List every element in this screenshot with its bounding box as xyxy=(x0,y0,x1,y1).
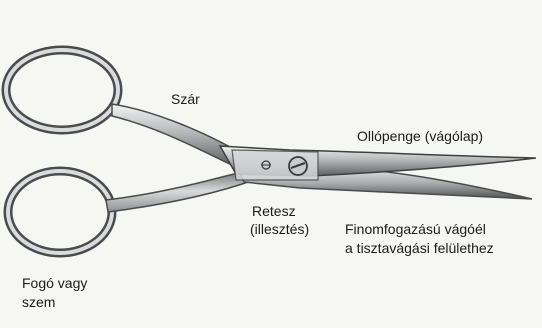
label-serration-line1: Finomfogazású vágóél xyxy=(345,221,486,238)
lower-finger-ring xyxy=(8,171,112,253)
label-shank: Szár xyxy=(171,91,200,108)
pivot-screw xyxy=(289,157,307,175)
label-grip-line2: szem xyxy=(22,294,55,311)
label-blade: Ollópenge (vágólap) xyxy=(357,128,483,145)
label-serration-line2: a tisztavágási felülethez xyxy=(345,240,494,257)
lower-shank xyxy=(106,170,254,212)
label-pivot-line2: (illesztés) xyxy=(250,221,309,238)
label-pivot-line1: Retesz xyxy=(252,203,296,220)
upper-finger-ring xyxy=(6,50,118,130)
label-grip-line1: Fogó vagy xyxy=(22,275,87,292)
